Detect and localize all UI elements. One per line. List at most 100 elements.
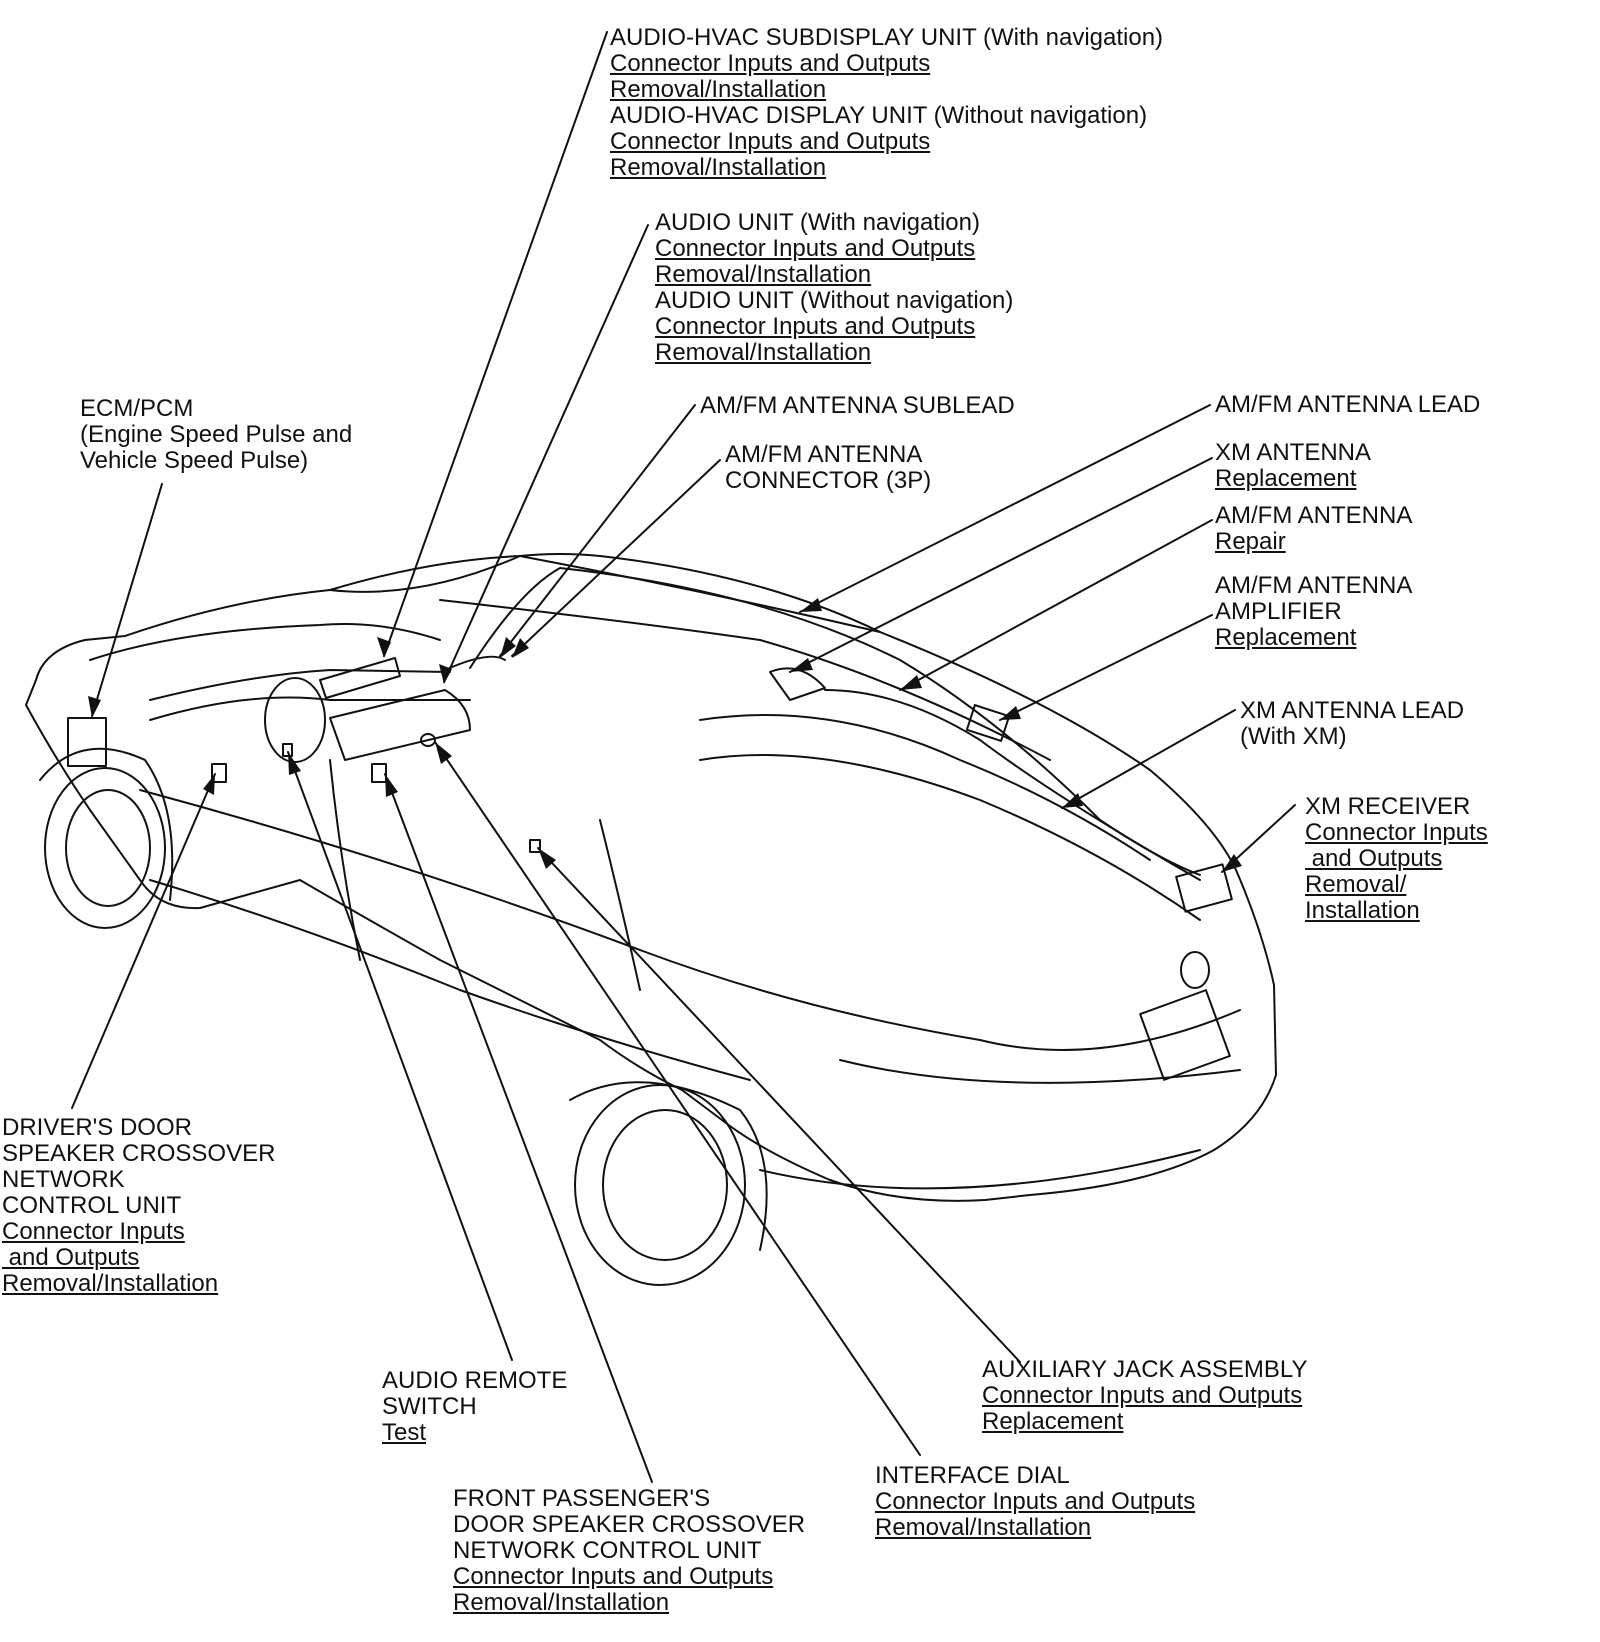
label-driver-door: DRIVER'S DOOR SPEAKER CROSSOVER NETWORK … xyxy=(2,1115,275,1297)
passenger-door-line-2: DOOR SPEAKER CROSSOVER xyxy=(453,1511,806,1538)
amfm-antenna-name: AM/FM ANTENNA xyxy=(1215,502,1413,529)
arrow-ecm xyxy=(88,696,101,718)
aux-jack-part xyxy=(529,839,541,853)
label-passenger-door: FRONT PASSENGER'S DOOR SPEAKER CROSSOVER… xyxy=(453,1486,805,1616)
leader-amplifier xyxy=(999,614,1213,721)
xm-receiver-removal-link-1[interactable]: Removal/ xyxy=(1305,871,1407,898)
leader-antenna-lead xyxy=(799,404,1211,613)
hood-line xyxy=(89,623,441,661)
roof-rear-edge xyxy=(439,599,1051,761)
label-amplifier: AM/FM ANTENNA AMPLIFIER Replacement xyxy=(1215,573,1412,651)
remote-switch-line-1: AUDIO REMOTE xyxy=(382,1367,568,1394)
label-antenna-lead: AM/FM ANTENNA LEAD xyxy=(1215,392,1480,418)
aux-jack-name: AUXILIARY JACK ASSEMBLY xyxy=(982,1356,1308,1383)
xm-antenna-part xyxy=(769,667,826,701)
leader-ecm xyxy=(91,483,163,717)
xm-receiver-connector-link-2[interactable]: and Outputs xyxy=(1305,845,1443,872)
xm-receiver-name: XM RECEIVER xyxy=(1305,793,1471,820)
passenger-door-removal-link[interactable]: Removal/Installation xyxy=(453,1589,670,1616)
leader-xm-lead xyxy=(1061,709,1236,809)
trunk-line xyxy=(979,1009,1241,1051)
passenger-door-connector-link[interactable]: Connector Inputs and Outputs xyxy=(453,1563,774,1590)
label-antenna-connector: AM/FM ANTENNA CONNECTOR (3P) xyxy=(725,442,931,494)
audio-unit-name-with-nav: AUDIO UNIT (With navigation) xyxy=(655,209,980,236)
antenna-sublead-cable xyxy=(444,655,506,671)
leader-xm-antenna xyxy=(789,457,1213,673)
arrow-amplifier xyxy=(1000,706,1021,720)
subdisplay-removal-link[interactable]: Removal/Installation xyxy=(610,76,827,103)
connector-line-1: AM/FM ANTENNA xyxy=(725,441,923,468)
front-wheel-arch xyxy=(39,747,174,901)
display-connector-link[interactable]: Connector Inputs and Outputs xyxy=(610,128,931,155)
leader-connector xyxy=(511,459,721,657)
passenger-door-line-3: NETWORK CONTROL UNIT xyxy=(453,1537,762,1564)
door-line-rear xyxy=(599,819,641,991)
ecm-line-1: ECM/PCM xyxy=(80,395,194,422)
label-remote-switch: AUDIO REMOTE SWITCH Test xyxy=(382,1368,567,1446)
amplifier-replacement-link[interactable]: Replacement xyxy=(1215,624,1357,651)
amplifier-line-1: AM/FM ANTENNA xyxy=(1215,572,1413,599)
leader-amfm-antenna xyxy=(899,519,1213,691)
antenna-lead-name: AM/FM ANTENNA LEAD xyxy=(1215,391,1481,418)
car-body-outline xyxy=(25,553,1277,1202)
xm-receiver-removal-link-2[interactable]: Installation xyxy=(1305,897,1420,924)
connector-line-2: CONNECTOR (3P) xyxy=(725,467,932,494)
audio-unit-name-without-nav: AUDIO UNIT (Without navigation) xyxy=(655,287,1014,314)
interface-dial-connector-link[interactable]: Connector Inputs and Outputs xyxy=(875,1488,1196,1515)
leader-interface-dial xyxy=(434,741,921,1456)
arrow-antenna-lead xyxy=(800,598,822,612)
amfm-antenna-repair-link[interactable]: Repair xyxy=(1215,528,1286,555)
remote-switch-part xyxy=(282,743,293,757)
arrow-sublead xyxy=(500,637,516,658)
label-audio-unit: AUDIO UNIT (With navigation) Connector I… xyxy=(655,210,1013,366)
aux-jack-connector-link[interactable]: Connector Inputs and Outputs xyxy=(982,1382,1303,1409)
driver-door-removal-link[interactable]: Removal/Installation xyxy=(2,1270,219,1297)
ecm-line-3: Vehicle Speed Pulse) xyxy=(80,447,309,474)
audio-unit-connector-link-1[interactable]: Connector Inputs and Outputs xyxy=(655,235,976,262)
passenger-door-unit xyxy=(371,763,387,783)
xm-receiver-connector-link-1[interactable]: Connector Inputs xyxy=(1305,819,1488,846)
arrow-subdisplay xyxy=(377,637,391,658)
driver-door-line-2: SPEAKER CROSSOVER xyxy=(2,1140,276,1167)
subdisplay-connector-link[interactable]: Connector Inputs and Outputs xyxy=(610,50,931,77)
driver-door-connector-link-1[interactable]: Connector Inputs xyxy=(2,1218,185,1245)
sublead-name: AM/FM ANTENNA SUBLEAD xyxy=(700,392,1015,419)
leader-sublead xyxy=(499,404,696,657)
bumper-line xyxy=(759,1149,1201,1190)
label-subdisplay: AUDIO-HVAC SUBDISPLAY UNIT (With navigat… xyxy=(610,25,1163,181)
side-beltline xyxy=(139,789,981,1041)
xm-antenna-replacement-link[interactable]: Replacement xyxy=(1215,465,1357,492)
audio-unit-removal-link-1[interactable]: Removal/Installation xyxy=(655,261,872,288)
label-xm-receiver: XM RECEIVER Connector Inputs and Outputs… xyxy=(1305,794,1488,924)
driver-door-connector-link-2[interactable]: and Outputs xyxy=(2,1244,140,1271)
side-sill xyxy=(149,879,751,1081)
arrow-xm-antenna xyxy=(790,658,813,672)
windshield-lower xyxy=(149,669,451,701)
arrow-interface-dial xyxy=(435,742,452,764)
leader-aux-jack xyxy=(537,847,1021,1363)
leader-subdisplay xyxy=(383,31,608,657)
amplifier-part xyxy=(965,704,1011,742)
leader-passenger-door xyxy=(384,773,653,1483)
remote-switch-line-2: SWITCH xyxy=(382,1393,477,1420)
arrow-audio-unit xyxy=(439,664,452,684)
arrow-xm-receiver xyxy=(1222,854,1242,872)
label-xm-antenna: XM ANTENNA Replacement xyxy=(1215,440,1371,492)
label-aux-jack: AUXILIARY JACK ASSEMBLY Connector Inputs… xyxy=(982,1357,1307,1435)
driver-door-line-1: DRIVER'S DOOR xyxy=(2,1114,192,1141)
display-removal-link[interactable]: Removal/Installation xyxy=(610,154,827,181)
rear-wheel-arch xyxy=(569,1081,768,1251)
audio-unit-connector-link-2[interactable]: Connector Inputs and Outputs xyxy=(655,313,976,340)
interface-dial-removal-link[interactable]: Removal/Installation xyxy=(875,1514,1092,1541)
rear-window-bottom xyxy=(699,754,1201,921)
aux-jack-replacement-link[interactable]: Replacement xyxy=(982,1408,1124,1435)
display-unit xyxy=(329,689,471,761)
ecm-line-2: (Engine Speed Pulse and xyxy=(80,421,353,448)
audio-unit-removal-link-2[interactable]: Removal/Installation xyxy=(655,339,872,366)
remote-switch-test-link[interactable]: Test xyxy=(382,1419,427,1446)
arrow-driver-door xyxy=(203,774,215,795)
amplifier-line-2: AMPLIFIER xyxy=(1215,598,1342,625)
passenger-door-line-1: FRONT PASSENGER'S xyxy=(453,1485,711,1512)
label-interface-dial: INTERFACE DIAL Connector Inputs and Outp… xyxy=(875,1463,1195,1541)
